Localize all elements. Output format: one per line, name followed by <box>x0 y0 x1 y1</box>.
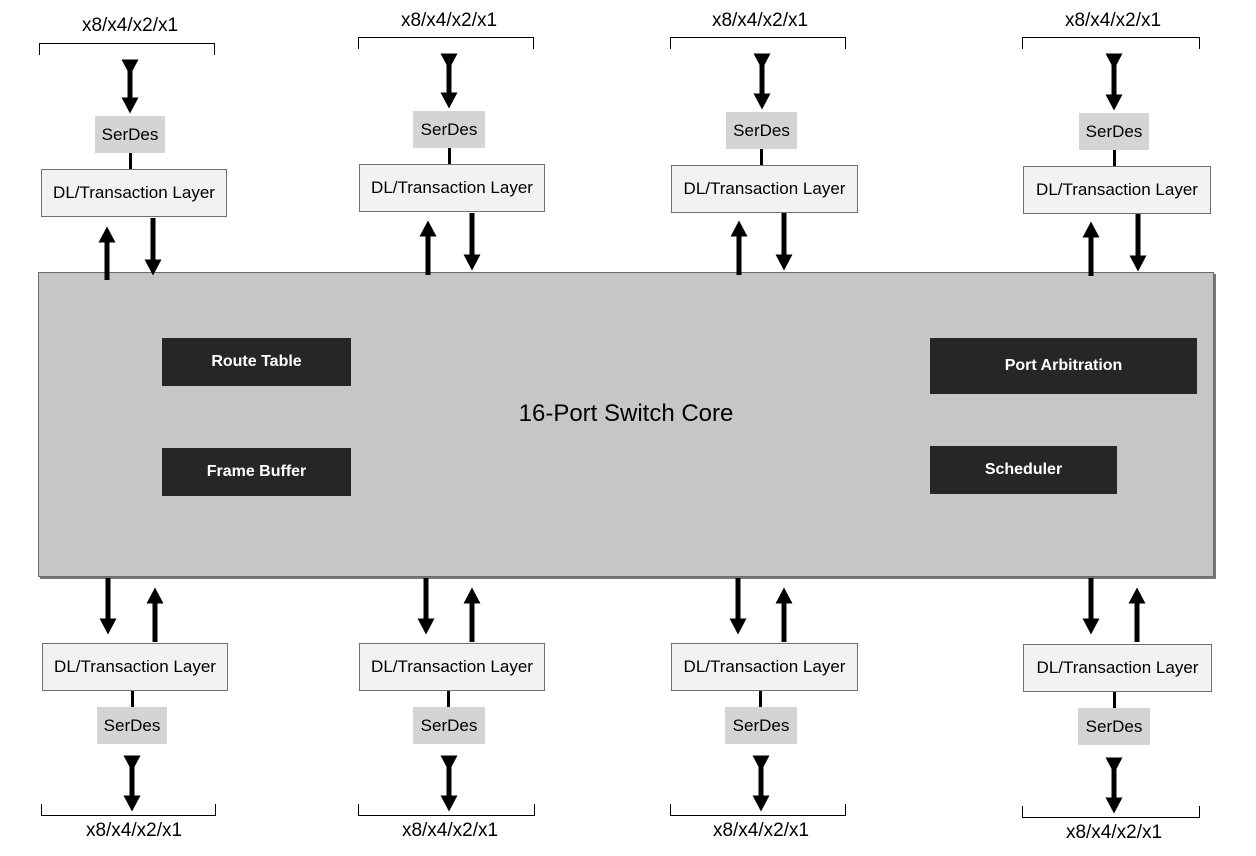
lane-bracket <box>39 43 215 55</box>
lane-bracket <box>1022 37 1200 49</box>
serdes-block: SerDes <box>95 116 165 153</box>
route-table-block: Route Table <box>162 338 351 386</box>
lane-width-label: x8/x4/x2/x1 <box>712 820 810 841</box>
connector-line <box>760 149 763 165</box>
lane-bracket <box>670 37 846 49</box>
dl-transaction-layer-block: DL/Transaction Layer <box>1023 166 1211 214</box>
lane-width-label: x8/x4/x2/x1 <box>1064 10 1162 31</box>
connector-line <box>759 691 762 707</box>
serdes-block: SerDes <box>726 112 797 149</box>
scheduler-block: Scheduler <box>930 446 1117 494</box>
serdes-block: SerDes <box>413 111 485 148</box>
switch-core: 16-Port Switch Core Route Table Frame Bu… <box>38 272 1214 577</box>
connector-line <box>1113 692 1116 708</box>
serdes-block: SerDes <box>413 707 485 744</box>
connector-line <box>131 691 134 707</box>
lane-width-label: x8/x4/x2/x1 <box>400 10 498 31</box>
dl-transaction-layer-block: DL/Transaction Layer <box>671 643 858 691</box>
lane-width-label: x8/x4/x2/x1 <box>81 15 179 36</box>
lane-bracket <box>41 804 216 816</box>
connector-line <box>1113 150 1116 166</box>
dl-transaction-layer-block: DL/Transaction Layer <box>41 169 227 217</box>
dl-transaction-layer-block: DL/Transaction Layer <box>671 165 858 213</box>
core-title: 16-Port Switch Core <box>518 400 734 427</box>
lane-bracket <box>670 804 846 816</box>
serdes-block: SerDes <box>1078 708 1150 745</box>
lane-width-label: x8/x4/x2/x1 <box>1065 822 1163 843</box>
serdes-block: SerDes <box>725 707 797 744</box>
lane-width-label: x8/x4/x2/x1 <box>711 10 809 31</box>
lane-width-label: x8/x4/x2/x1 <box>401 820 499 841</box>
connector-line <box>129 153 132 169</box>
frame-buffer-block: Frame Buffer <box>162 448 351 496</box>
connector-line <box>448 148 451 164</box>
dl-transaction-layer-block: DL/Transaction Layer <box>1023 644 1212 692</box>
serdes-block: SerDes <box>97 707 167 744</box>
lane-bracket <box>358 37 534 49</box>
dl-transaction-layer-block: DL/Transaction Layer <box>42 643 228 691</box>
dl-transaction-layer-block: DL/Transaction Layer <box>359 164 545 212</box>
lane-width-label: x8/x4/x2/x1 <box>85 820 183 841</box>
serdes-block: SerDes <box>1079 113 1149 150</box>
lane-bracket <box>1022 806 1200 818</box>
dl-transaction-layer-block: DL/Transaction Layer <box>359 643 545 691</box>
connector-line <box>447 691 450 707</box>
lane-bracket <box>358 804 535 816</box>
port-arbitration-block: Port Arbitration <box>930 338 1197 394</box>
